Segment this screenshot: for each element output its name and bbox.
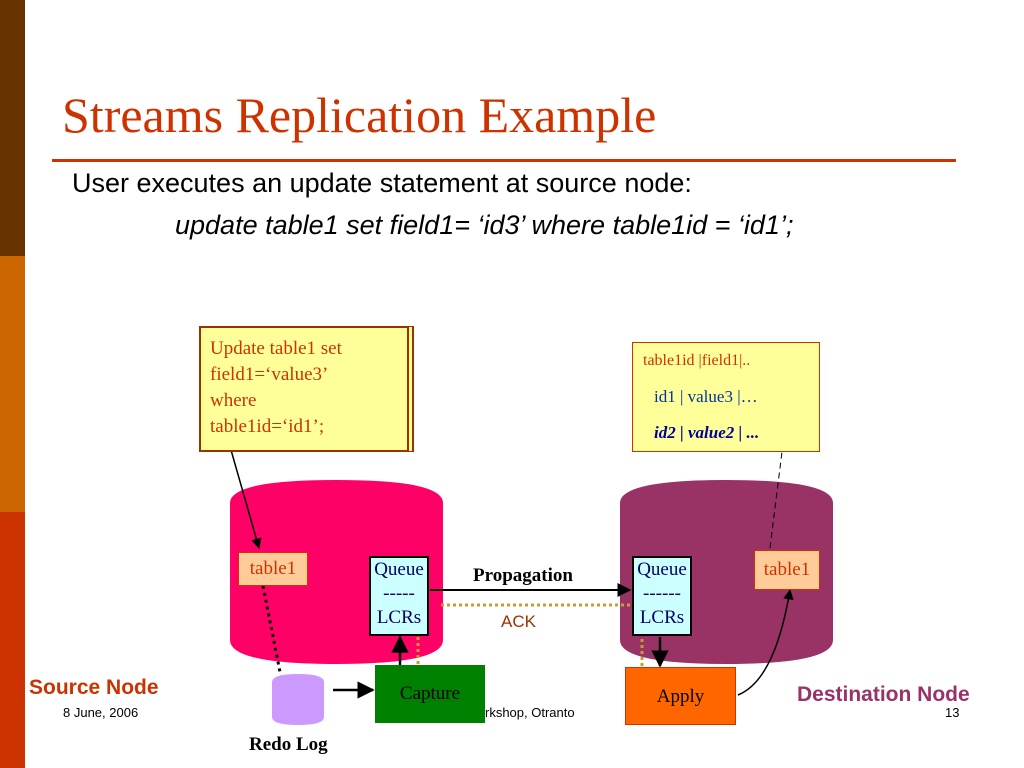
- result-table-row1: id1 | value3 |…: [654, 387, 758, 406]
- redo-log-label: Redo Log: [249, 734, 328, 755]
- dest-table1-box: table1: [754, 550, 820, 590]
- queue-lcrs-label: LCRs: [639, 607, 685, 628]
- apply-to-table-arrow: [737, 588, 794, 696]
- queue-divider: -----: [383, 583, 415, 604]
- intro-text: User executes an update statement at sou…: [72, 168, 692, 198]
- sidebar-band-middle: [0, 256, 25, 512]
- queue-label: Queue: [374, 559, 424, 580]
- title-underline: [52, 159, 956, 162]
- update-statement: update table1 set field1= ‘id3’ where ta…: [175, 210, 794, 240]
- footer-center-text: rkshop, Otranto: [485, 705, 575, 720]
- sql-note-text: Update table1 set field1=‘value3’ where …: [210, 336, 400, 440]
- sidebar-band-bottom: [0, 512, 25, 768]
- footer-date: 8 June, 2006: [63, 705, 139, 720]
- note-line: Update table1 set: [210, 338, 342, 359]
- slide-title: Streams Replication Example: [62, 87, 657, 143]
- dest-queue-box: Queue ------ LCRs: [632, 556, 692, 636]
- destination-node-label: Destination Node: [797, 683, 970, 706]
- redo-log-cylinder: [272, 674, 324, 725]
- table-to-redo-dotted-line: [261, 585, 282, 673]
- source-queue-box: Queue ----- LCRs: [369, 556, 429, 636]
- queue-lcrs-label: LCRs: [376, 607, 422, 628]
- capture-process-box: Capture: [375, 665, 485, 723]
- source-table1-box: table1: [238, 552, 308, 586]
- note-line: field1=‘value3’: [210, 364, 329, 385]
- result-table-header: table1id |field1|..: [643, 352, 751, 369]
- note-to-table-arrow: [230, 449, 262, 550]
- sql-note-box: [199, 326, 409, 452]
- queue-divider: ------: [643, 583, 681, 604]
- ack-label: ACK: [501, 612, 536, 631]
- sidebar-band-top: [0, 0, 25, 256]
- note-line: where: [210, 390, 257, 411]
- result-table-row2: id2 | value2 | ...: [654, 423, 760, 442]
- result-table-box: [632, 342, 820, 452]
- queue-label: Queue: [637, 559, 687, 580]
- source-node-label: Source Node: [29, 676, 159, 699]
- table-to-result-dashed-line: [769, 451, 783, 549]
- note-line: table1id=‘id1’;: [210, 416, 325, 437]
- footer-page-number: 13: [945, 705, 960, 720]
- propagation-label: Propagation: [473, 565, 573, 586]
- apply-process-box: Apply: [625, 667, 736, 725]
